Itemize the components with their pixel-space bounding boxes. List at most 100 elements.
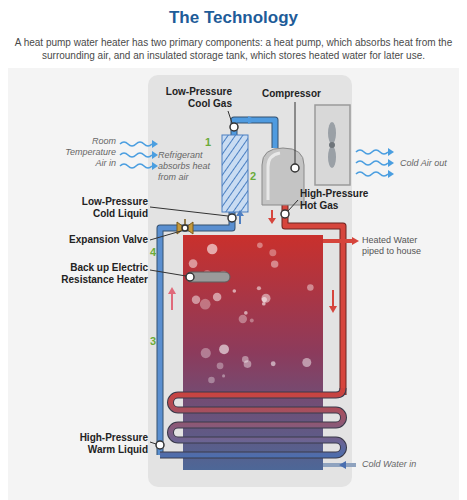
- callout-label: Low-Pressure Cold Liquid: [68, 196, 148, 220]
- compressor-part: [262, 148, 304, 205]
- water-bubbles-part: [244, 360, 252, 368]
- diagram-title: The Technology: [10, 8, 457, 28]
- background-panel-part: [8, 68, 459, 500]
- air-waves-part: [152, 162, 158, 170]
- flow-note: Room Temperature Air in: [58, 136, 116, 169]
- water-bubbles-part: [201, 348, 211, 358]
- callout-number: 1: [205, 136, 217, 148]
- fan-part: [315, 105, 350, 185]
- callout-label: Compressor: [262, 88, 332, 100]
- water-bubbles-part: [217, 362, 224, 369]
- flow-note: Cold Air out: [400, 158, 462, 169]
- water-bubbles-part: [307, 284, 314, 291]
- diagram-caption: A heat pump water heater has two primary…: [14, 36, 453, 62]
- water-bubbles-part: [208, 377, 215, 384]
- flow-note: Refrigerant absorbs heat from air: [158, 150, 220, 183]
- flow-arrows-part: [168, 287, 176, 294]
- callout-label: Expansion Valve: [48, 234, 148, 246]
- callout-markers: [156, 123, 299, 449]
- air-waves-part: [120, 142, 152, 146]
- callout-label: High-Pressure Warm Liquid: [68, 432, 148, 456]
- evaporator-coil-part: [222, 135, 248, 212]
- callout-number: 3: [150, 335, 162, 347]
- water-bubbles-part: [239, 315, 247, 323]
- leader-lines-part: [150, 442, 156, 444]
- compressor: [262, 148, 304, 205]
- leader-lines-part: [150, 207, 228, 216]
- air-waves-part: [120, 153, 152, 157]
- air-waves-part: [388, 170, 394, 178]
- water-bubbles-part: [244, 311, 248, 315]
- water-bubbles-part: [189, 259, 198, 268]
- refrigerant-pipes-part: [160, 388, 344, 455]
- water-bubbles-part: [302, 358, 311, 367]
- compressor-part: [268, 153, 280, 200]
- callout-markers-part: [228, 214, 236, 222]
- flow-arrows-part: [332, 290, 334, 308]
- air-waves-part: [152, 140, 158, 148]
- flow-arrows-part: [329, 306, 337, 313]
- water-bubbles-part: [271, 260, 278, 267]
- backup-heater-part: [186, 272, 230, 282]
- callout-number: 4: [150, 246, 162, 258]
- flow-arrows-part: [248, 116, 256, 124]
- storage-tank-part: [183, 235, 323, 470]
- callout-markers-part: [182, 225, 188, 231]
- water-bubbles: [189, 243, 314, 384]
- water-bubbles-part: [200, 299, 211, 310]
- fan-part: [328, 122, 336, 144]
- water-bubbles-part: [232, 289, 236, 293]
- water-pipes-part: [339, 461, 346, 469]
- callout-label: Back up Electric Resistance Heater: [46, 262, 148, 286]
- flow-arrows: [168, 116, 337, 313]
- water-bubbles-part: [262, 302, 266, 306]
- water-bubbles-part: [257, 243, 263, 249]
- water-bubbles-part: [207, 244, 218, 255]
- flow-note: Heated Water piped to house: [362, 235, 434, 257]
- backup-heater: [186, 272, 230, 282]
- fan-part: [329, 142, 335, 148]
- air-waves-part: [356, 161, 388, 165]
- callout-markers-part: [156, 441, 164, 449]
- flow-arrows-part: [268, 218, 276, 224]
- water-pipes-part: [323, 239, 352, 243]
- leader-lines-part: [295, 102, 296, 164]
- water-pipes-part: [352, 237, 359, 245]
- callout-number: 2: [250, 170, 262, 182]
- air-waves-part: [356, 150, 388, 154]
- refrigerant-pipes-part: [160, 212, 232, 455]
- leader-lines-part: [150, 231, 181, 240]
- refrigerant-pipes-part: [160, 212, 232, 455]
- water-bubbles-part: [261, 294, 270, 303]
- background-panel: [8, 68, 459, 500]
- water-bubbles-part: [269, 249, 276, 256]
- flow-arrows-part: [171, 292, 173, 310]
- evaporator-coil: [222, 135, 248, 212]
- water-pipes: [323, 237, 359, 469]
- refrigerant-pipes-part: [285, 205, 343, 395]
- callout-markers-part: [230, 123, 238, 131]
- water-bubbles-part: [257, 286, 261, 290]
- leader-lines: [150, 102, 298, 444]
- water-bubbles-part: [192, 295, 200, 303]
- air-waves-part: [120, 164, 152, 168]
- leader-lines-part: [228, 111, 232, 123]
- storage-tank: [183, 235, 323, 470]
- callout-label: High-Pressure Hot Gas: [300, 188, 378, 212]
- callout-markers-part: [291, 164, 299, 172]
- flow-note: Cold Water in: [362, 459, 457, 470]
- air-waves-part: [388, 159, 394, 167]
- callout-markers-part: [281, 210, 289, 218]
- water-bubbles-part: [213, 293, 221, 301]
- leader-lines-part: [150, 270, 186, 276]
- refrigerant-pipes-part: [160, 388, 344, 455]
- callout-label: Low-Pressure Cool Gas: [154, 86, 232, 110]
- fan-part: [328, 146, 336, 168]
- air-waves-part: [356, 172, 388, 176]
- air-waves-part: [152, 151, 158, 159]
- water-bubbles-part: [250, 319, 254, 323]
- fan: [315, 105, 350, 185]
- background-panel-part: [148, 75, 352, 487]
- air-waves-part: [388, 148, 394, 156]
